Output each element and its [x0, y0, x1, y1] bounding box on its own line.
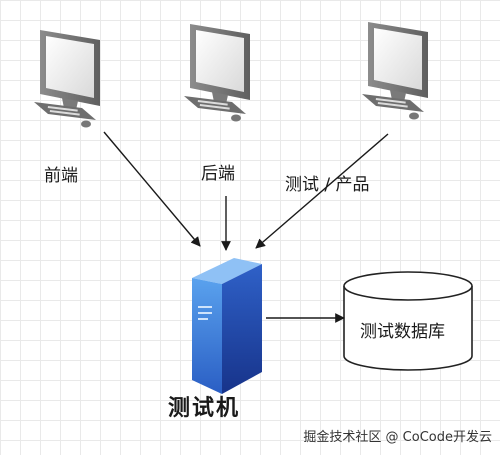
watermark-text: 掘金技术社区 @ CoCode开发云 — [303, 430, 492, 445]
label-test-database: 测试数据库 — [360, 322, 445, 342]
label-frontend: 前端 — [44, 166, 78, 186]
server-test-machine-icon — [192, 258, 262, 394]
label-test-machine: 测试机 — [168, 396, 241, 421]
arrow-frontend-to-server — [103, 131, 201, 247]
computer-frontend-icon — [34, 30, 100, 128]
test-database-cylinder — [343, 271, 473, 371]
label-backend: 后端 — [201, 164, 235, 184]
arrow-test-product-to-server — [255, 133, 389, 249]
computer-test-product-icon — [362, 22, 428, 120]
computer-backend-icon — [184, 24, 250, 122]
label-test-product: 测试 / 产品 — [285, 175, 370, 195]
